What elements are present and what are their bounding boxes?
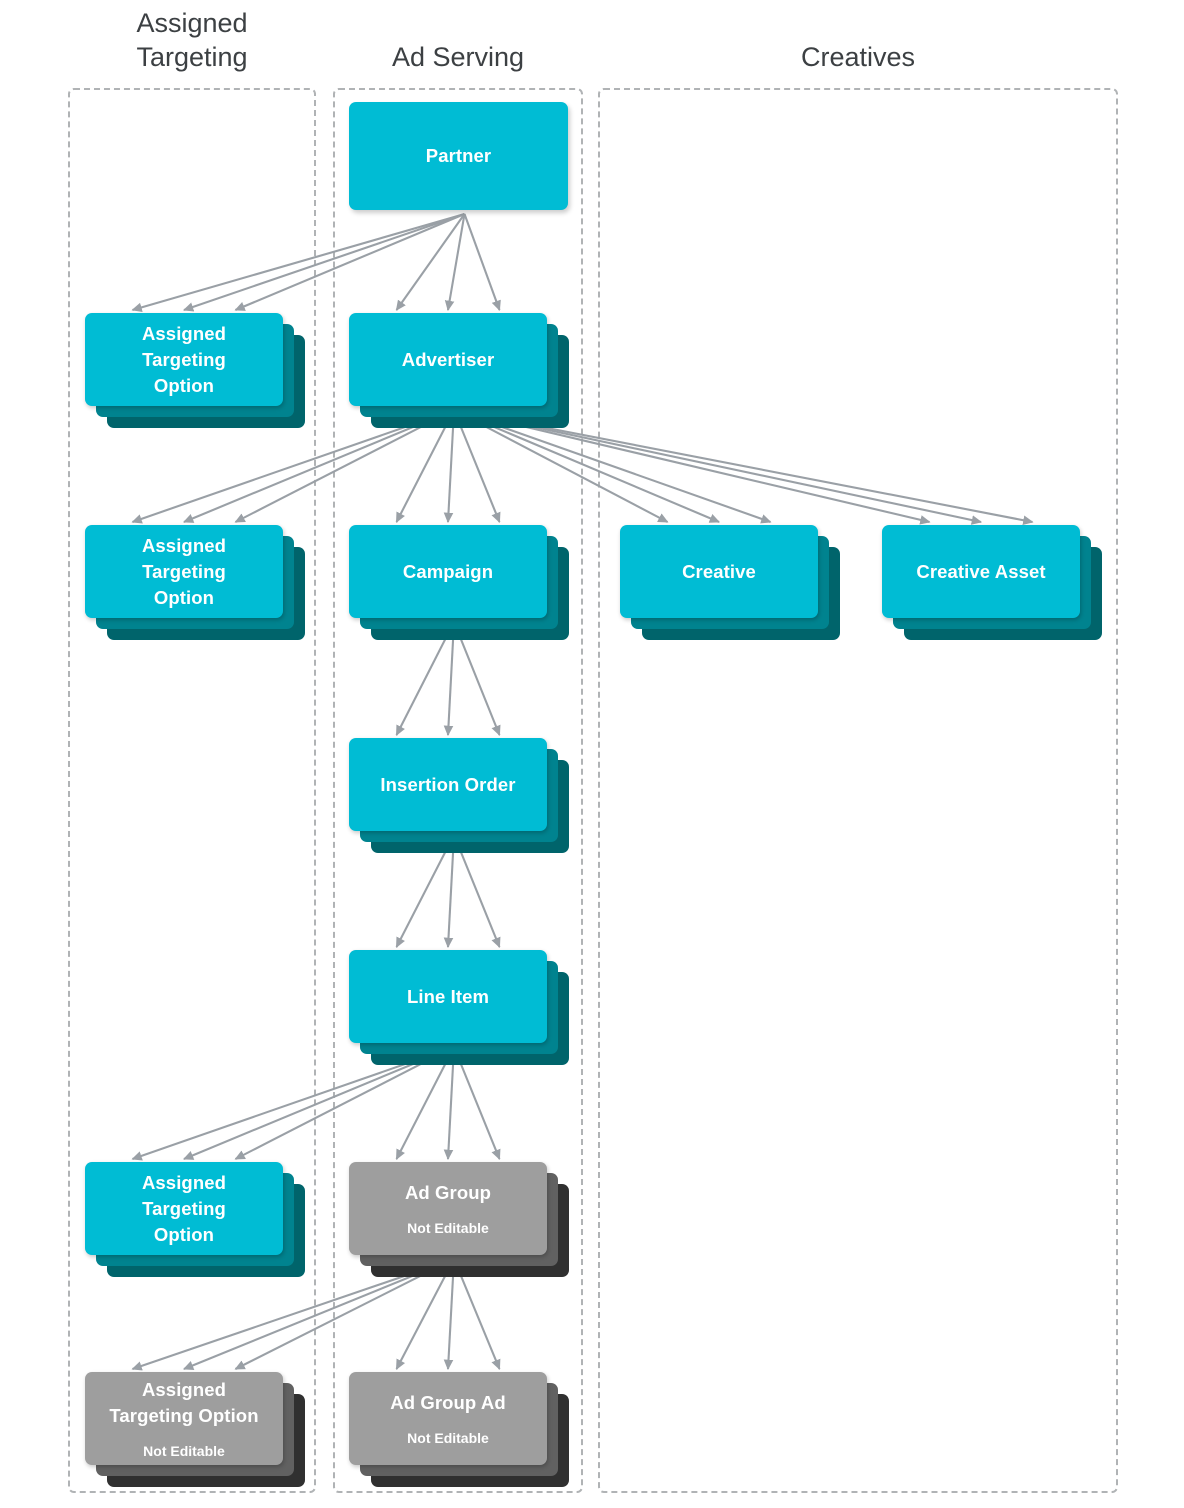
node-badge-ato-ad-group: Not Editable [143, 1443, 225, 1459]
node-label-creative: Creative [682, 560, 756, 582]
column-title-ad-serving: Ad Serving [391, 42, 525, 72]
node-line-item[interactable]: Line Item [349, 950, 569, 1065]
node-card-creative[interactable]: Creative [620, 525, 818, 618]
node-partner[interactable]: Partner [349, 102, 568, 210]
node-card-creative-asset[interactable]: Creative Asset [882, 525, 1080, 618]
node-label-ato-partner: Assigned Targeting Option [141, 322, 227, 396]
node-card-ato-partner[interactable]: Assigned Targeting Option [85, 313, 283, 406]
node-card-ad-group-ad[interactable]: Ad Group Ad Not Editable [349, 1372, 547, 1465]
node-label-creative-asset: Creative Asset [916, 560, 1046, 582]
node-badge-ad-group-ad: Not Editable [407, 1430, 489, 1446]
node-ato-advertiser[interactable]: Assigned Targeting Option [85, 525, 305, 640]
node-label-line-item: Line Item [406, 985, 490, 1007]
node-ato-line-item[interactable]: Assigned Targeting Option [85, 1162, 305, 1277]
node-label-ato-line-item: Assigned Targeting Option [141, 1171, 227, 1245]
node-label-campaign: Campaign [402, 560, 494, 582]
node-insertion-order[interactable]: Insertion Order [349, 738, 569, 853]
node-advertiser[interactable]: Advertiser [349, 313, 569, 428]
node-label-insertion-order: Insertion Order [380, 773, 516, 795]
node-creative-asset[interactable]: Creative Asset [882, 525, 1102, 640]
node-card-campaign[interactable]: Campaign [349, 525, 547, 618]
node-label-advertiser: Advertiser [401, 348, 495, 370]
node-campaign[interactable]: Campaign [349, 525, 569, 640]
node-ad-group-ad[interactable]: Ad Group Ad Not Editable [349, 1372, 569, 1487]
node-label-partner: Partner [425, 145, 492, 166]
group-box-assigned-targeting [68, 88, 316, 1493]
node-badge-ad-group: Not Editable [407, 1220, 489, 1236]
node-creative[interactable]: Creative [620, 525, 840, 640]
node-card-partner[interactable]: Partner [349, 102, 568, 210]
node-label-ad-group-ad: Ad Group Ad [390, 1392, 506, 1413]
node-ato-partner[interactable]: Assigned Targeting Option [85, 313, 305, 428]
node-card-ato-line-item[interactable]: Assigned Targeting Option [85, 1162, 283, 1255]
group-box-ad-serving [333, 88, 583, 1493]
group-box-creatives [598, 88, 1118, 1493]
node-card-advertiser[interactable]: Advertiser [349, 313, 547, 406]
column-title-creatives: Creatives [800, 42, 916, 72]
node-label-ato-advertiser: Assigned Targeting Option [141, 534, 227, 608]
node-card-ato-advertiser[interactable]: Assigned Targeting Option [85, 525, 283, 618]
node-card-line-item[interactable]: Line Item [349, 950, 547, 1043]
node-label-ad-group: Ad Group [404, 1182, 492, 1203]
column-title-assigned-targeting: Assigned Targeting [136, 8, 248, 72]
node-label-ato-ad-group: Assigned Targeting Option [109, 1379, 259, 1426]
node-card-insertion-order[interactable]: Insertion Order [349, 738, 547, 831]
